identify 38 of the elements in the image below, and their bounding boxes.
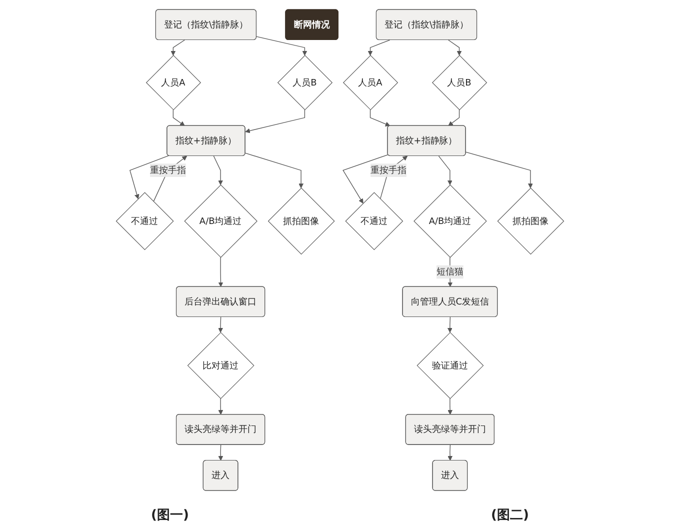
arrow — [130, 155, 169, 200]
arrow — [438, 156, 452, 186]
arrow — [342, 154, 388, 204]
arrow — [170, 40, 185, 56]
arrow — [218, 444, 224, 461]
arrow — [218, 316, 223, 333]
arrow — [466, 152, 533, 188]
figure-caption: (图二) — [491, 507, 529, 524]
arrow — [448, 109, 460, 126]
arrow — [447, 316, 452, 333]
node-diamond: 人员A — [342, 55, 398, 110]
figure-caption: (图一) — [151, 507, 189, 524]
node-diamond: 不通过 — [116, 192, 174, 250]
arrow — [448, 398, 453, 415]
node-diamond: A/B均通过 — [414, 184, 487, 258]
arrow — [245, 109, 306, 134]
arrow — [244, 152, 304, 188]
edge-label: 重按手指 — [370, 164, 406, 176]
arrow — [448, 444, 453, 461]
arrow — [218, 257, 224, 288]
edge-label: 重按手指 — [150, 164, 186, 176]
node-diamond: 抓拍图像 — [268, 188, 335, 255]
node-diamond: 比对通过 — [187, 332, 254, 399]
arrow — [218, 398, 224, 415]
arrow — [256, 36, 308, 56]
edge-label: 短信猫 — [436, 266, 464, 277]
node-diamond: 人员A — [146, 55, 202, 110]
node-diamond: 人员B — [277, 55, 333, 110]
arrow — [368, 40, 390, 56]
node-diamond: 抓拍图像 — [497, 188, 564, 255]
node-diamond: 不通过 — [345, 192, 404, 250]
node-diamond: A/B均通过 — [184, 184, 258, 258]
arrow — [370, 109, 390, 126]
arrow — [448, 40, 462, 56]
node-diamond: 验证通过 — [416, 332, 484, 399]
arrow — [172, 109, 185, 126]
node-diamond: 人员B — [432, 55, 488, 110]
arrow — [213, 156, 223, 186]
